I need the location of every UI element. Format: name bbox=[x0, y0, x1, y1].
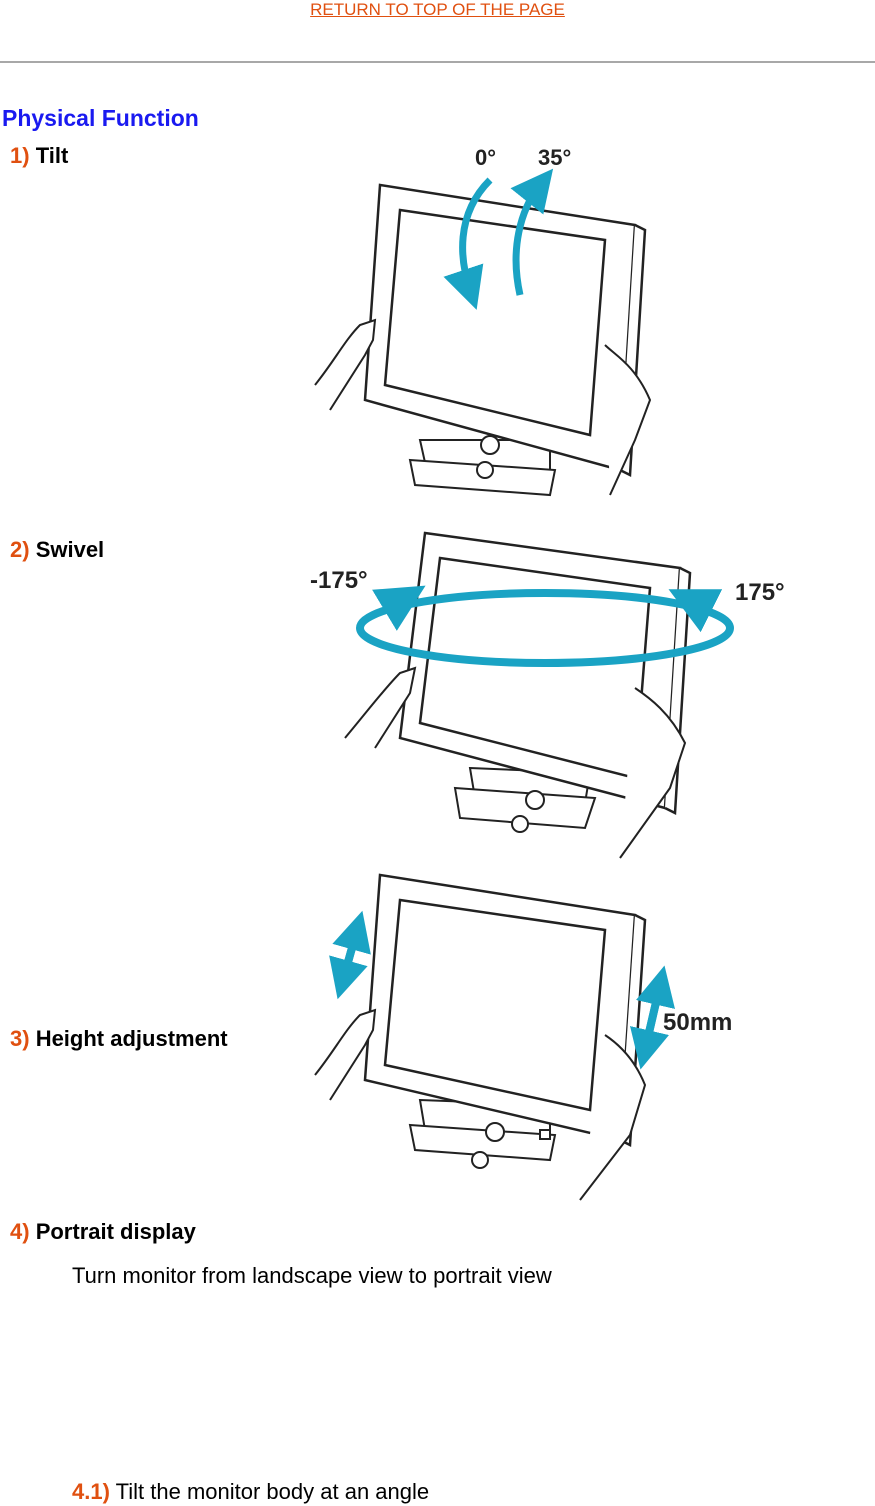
swivel-arrow-ring bbox=[356, 589, 734, 667]
tilt-back-arrow bbox=[443, 177, 493, 310]
height-illustration: 50mm bbox=[314, 873, 732, 1201]
swivel-arrow-right bbox=[668, 589, 723, 633]
item-number: 1) bbox=[10, 143, 30, 168]
sub-item-label: Tilt the monitor body at an angle bbox=[115, 1479, 430, 1504]
item-label: Portrait display bbox=[35, 1219, 196, 1244]
swivel-label-right: 175° bbox=[735, 579, 785, 606]
item-number: 3) bbox=[10, 1026, 30, 1051]
height-arrow-right-down bbox=[630, 984, 669, 1070]
height-arrow-left-down bbox=[329, 928, 368, 1000]
hands bbox=[344, 666, 687, 859]
item-label: Height adjustment bbox=[35, 1026, 228, 1051]
item-swivel-heading: 2) Swivel bbox=[10, 537, 104, 563]
item-label: Tilt bbox=[35, 143, 69, 168]
return-to-top-link[interactable]: RETURN TO TOP OF THE PAGE bbox=[310, 0, 565, 19]
item-number: 4) bbox=[10, 1219, 30, 1244]
item-height-heading: 3) Height adjustment bbox=[10, 1026, 228, 1052]
monitor-body bbox=[363, 183, 647, 477]
item-label: Swivel bbox=[35, 537, 105, 562]
item-tilt-heading: 1) Tilt bbox=[10, 143, 68, 169]
hands bbox=[314, 318, 652, 496]
portrait-description: Turn monitor from landscape view to port… bbox=[72, 1263, 552, 1288]
sub-item-tilt-angle: 4.1) Tilt the monitor body at an angle bbox=[72, 1479, 429, 1505]
tilt-forward-arrow bbox=[510, 168, 554, 296]
horizontal-divider bbox=[0, 61, 875, 63]
monitor-body bbox=[363, 873, 647, 1147]
monitor-body bbox=[398, 531, 692, 815]
height-label: 50mm bbox=[663, 1009, 732, 1036]
item-number: 2) bbox=[10, 537, 30, 562]
section-title: Physical Function bbox=[2, 105, 199, 131]
tilt-label-35: 35° bbox=[538, 145, 571, 170]
swivel-label-left: -175° bbox=[310, 567, 368, 594]
tilt-illustration: 0° 35° bbox=[314, 145, 652, 497]
swivel-illustration: -175° 175° bbox=[310, 531, 785, 859]
tilt-label-0: 0° bbox=[475, 145, 496, 170]
item-portrait-heading: 4) Portrait display bbox=[10, 1219, 196, 1245]
sub-item-number: 4.1) bbox=[72, 1479, 110, 1504]
swivel-arrow-left bbox=[372, 585, 426, 631]
return-to-top-container: RETURN TO TOP OF THE PAGE bbox=[0, 0, 875, 20]
